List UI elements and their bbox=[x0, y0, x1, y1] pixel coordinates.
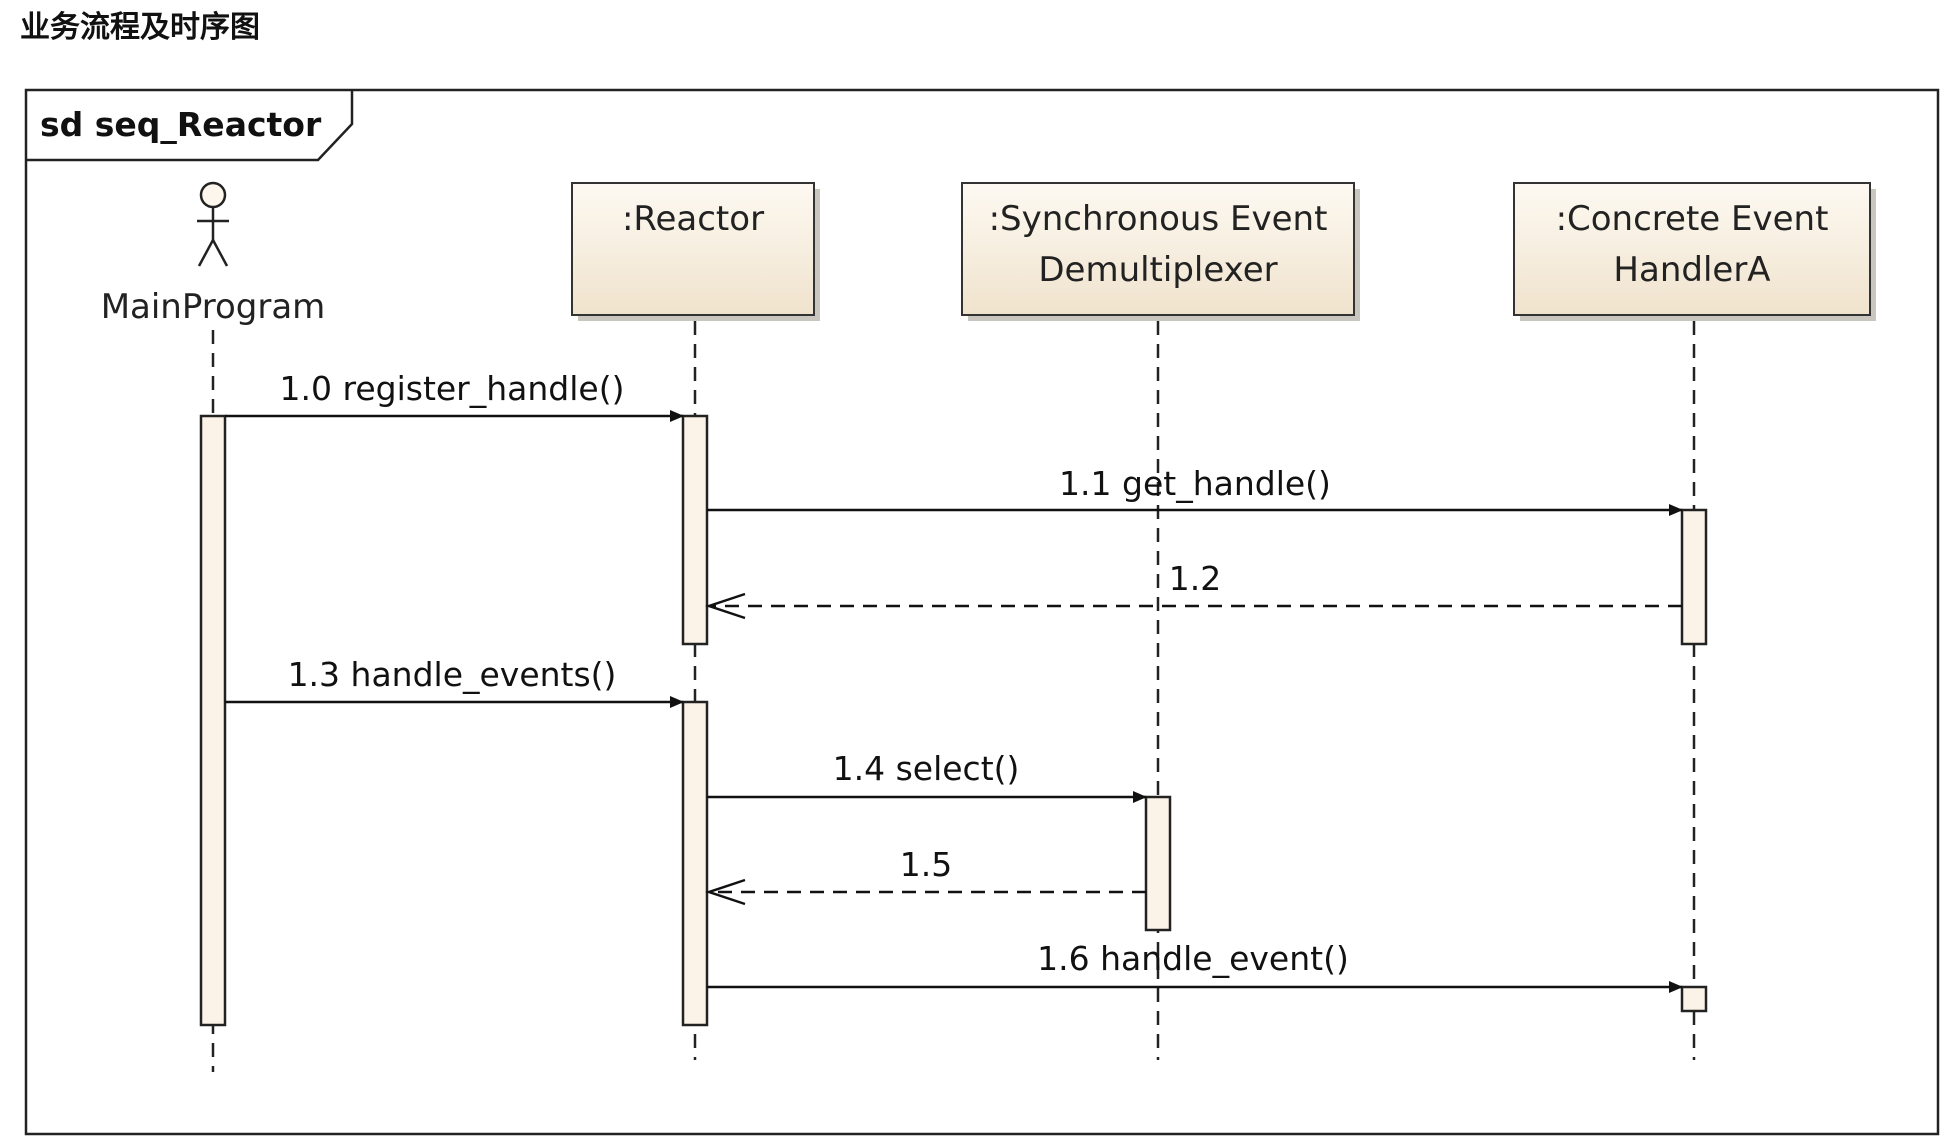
actor-mainprogram bbox=[197, 181, 229, 267]
message-label-1-0: 1.0 register_handle() bbox=[280, 369, 625, 408]
activation-handler-1 bbox=[1680, 508, 1708, 646]
message-label-1-3: 1.3 handle_events() bbox=[288, 655, 617, 694]
message-label-1-5: 1.5 bbox=[900, 845, 952, 884]
frame-title-tab bbox=[26, 90, 354, 162]
activation-mainprogram bbox=[199, 414, 227, 1027]
lifeline-label-handler-line2: HandlerA bbox=[1613, 250, 1770, 290]
lifeline-label-demux-line2: Demultiplexer bbox=[1038, 250, 1277, 290]
lifeline-label-demux-line1: :Synchronous Event bbox=[989, 199, 1328, 239]
message-label-1-6: 1.6 handle_event() bbox=[1037, 939, 1349, 978]
page-heading: 业务流程及时序图 bbox=[20, 10, 260, 45]
actor-head bbox=[199, 181, 227, 209]
lifeline-label-reactor: :Reactor bbox=[622, 199, 764, 239]
activation-demux bbox=[1144, 795, 1172, 932]
activation-reactor-2 bbox=[681, 700, 709, 1027]
message-label-1-2: 1.2 bbox=[1169, 559, 1221, 598]
lifeline-head-demux: :Synchronous Event Demultiplexer bbox=[961, 182, 1360, 321]
lifeline-label-handler-line1: :Concrete Event bbox=[1556, 199, 1829, 239]
lifeline-head-reactor: :Reactor bbox=[571, 182, 820, 321]
frame-border bbox=[24, 88, 1940, 1136]
message-arrowhead-1-2 bbox=[705, 592, 746, 620]
message-label-1-4: 1.4 select() bbox=[833, 749, 1020, 788]
activation-handler-2 bbox=[1680, 985, 1708, 1013]
message-label-1-1: 1.1 get_handle() bbox=[1059, 464, 1331, 503]
actor-label: MainProgram bbox=[101, 287, 326, 327]
activation-reactor-1 bbox=[681, 414, 709, 646]
frame-title: sd seq_Reactor bbox=[40, 105, 322, 144]
lifeline-head-handler: :Concrete Event HandlerA bbox=[1513, 182, 1876, 321]
message-arrowhead-1-5 bbox=[705, 878, 746, 906]
